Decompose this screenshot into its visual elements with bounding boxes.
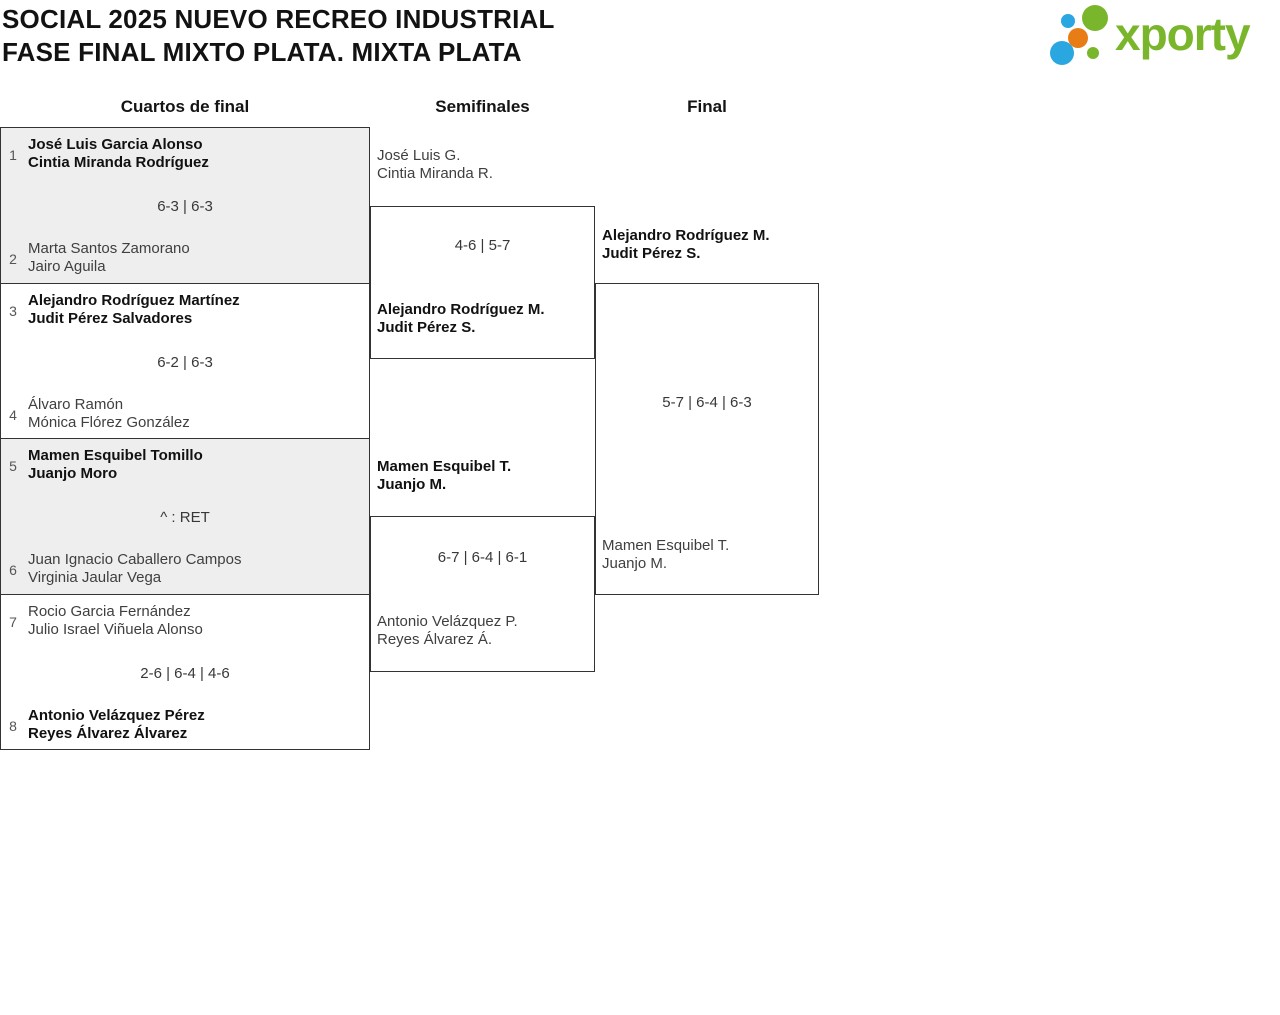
logo-dot-blue-large-icon (1050, 41, 1074, 65)
logo-dot-green-large-icon (1082, 5, 1108, 31)
player-name: Marta Santos Zamorano (28, 240, 190, 257)
seed-label: 2 (9, 251, 17, 267)
player-name: Alejandro Rodríguez Martínez (28, 292, 240, 309)
seed-label: 5 (9, 458, 17, 474)
seed-label: 3 (9, 303, 17, 319)
match-score: ^ : RET (160, 509, 210, 526)
team-entry: Antonio Velázquez Pérez Reyes Álvarez Ál… (28, 707, 363, 743)
player-name: Juanjo Moro (28, 465, 118, 482)
player-name: Reyes Álvarez Álvarez (28, 725, 188, 742)
logo-wordmark: xporty (1115, 8, 1251, 60)
qf-match-1: 1 José Luis Garcia Alonso Cintia Miranda… (1, 128, 369, 284)
match-score: 6-3 | 6-3 (157, 198, 213, 215)
team-entry: Antonio Velázquez P. Reyes Álvarez Á. (377, 613, 518, 649)
player-name: José Luis Garcia Alonso (28, 136, 203, 153)
player-name: Juanjo M. (377, 476, 447, 493)
team-entry: Alejandro Rodríguez Martínez Judit Pérez… (28, 292, 363, 328)
seed-label: 7 (9, 614, 17, 630)
match-score: 4-6 | 5-7 (454, 237, 511, 254)
player-name: Mamen Esquibel Tomillo (28, 447, 203, 464)
round-header-cuartos: Cuartos de final (120, 97, 250, 116)
logo-dot-green-small-icon (1087, 47, 1099, 59)
match-score: 6-7 | 6-4 | 6-1 (437, 549, 528, 566)
xporty-logo: xporty (1045, 0, 1280, 75)
player-name: Virginia Jaular Vega (28, 569, 162, 586)
player-name: José Luis G. (377, 147, 461, 164)
seed-label: 8 (9, 718, 17, 734)
player-name: Álvaro Ramón (28, 396, 124, 413)
team-entry: Rocio Garcia Fernández Julio Israel Viñu… (28, 603, 363, 639)
match-score: 6-2 | 6-3 (157, 354, 213, 371)
team-entry: José Luis Garcia Alonso Cintia Miranda R… (28, 136, 363, 172)
player-name: Jairo Aguila (28, 258, 106, 275)
final-box (595, 283, 819, 595)
semifinal-1-box (370, 206, 595, 359)
player-name: Juan Ignacio Caballero Campos (28, 551, 242, 568)
match-score: 2-6 | 6-4 | 4-6 (140, 665, 230, 682)
team-entry: Alejandro Rodríguez M. Judit Pérez S. (377, 301, 545, 337)
team-entry: Alejandro Rodríguez M. Judit Pérez S. (602, 227, 770, 263)
player-name: Reyes Álvarez Á. (377, 631, 493, 648)
round-header-final: Final (687, 97, 727, 116)
qf-match-2: 3 Alejandro Rodríguez Martínez Judit Pér… (1, 284, 369, 439)
player-name: Cintia Miranda R. (377, 165, 493, 182)
team-entry: José Luis G. Cintia Miranda R. (377, 147, 493, 183)
player-name: Rocio Garcia Fernández (28, 603, 191, 620)
player-name: Alejandro Rodríguez M. (602, 227, 770, 244)
team-entry: Mamen Esquibel T. Juanjo M. (377, 458, 511, 494)
team-entry: Mamen Esquibel Tomillo Juanjo Moro (28, 447, 363, 483)
player-name: Julio Israel Viñuela Alonso (28, 621, 203, 638)
player-name: Mónica Flórez González (28, 414, 190, 431)
player-name: Judit Pérez S. (377, 319, 476, 336)
player-name: Judit Pérez Salvadores (28, 310, 193, 327)
team-entry: Juan Ignacio Caballero Campos Virginia J… (28, 551, 363, 587)
seed-label: 1 (9, 147, 17, 163)
logo-dot-blue-small-icon (1061, 14, 1075, 28)
seed-label: 6 (9, 562, 17, 578)
logo-dot-orange-icon (1068, 28, 1088, 48)
qf-match-3: 5 Mamen Esquibel Tomillo Juanjo Moro ^ :… (1, 439, 369, 595)
match-score: 5-7 | 6-4 | 6-3 (662, 394, 752, 411)
round-header-semifinales: Semifinales (435, 97, 530, 116)
player-name: Judit Pérez S. (602, 245, 701, 262)
player-name: Antonio Velázquez Pérez (28, 707, 205, 724)
player-name: Antonio Velázquez P. (377, 613, 518, 630)
player-name: Mamen Esquibel T. (602, 537, 730, 554)
semifinal-2-box (370, 516, 595, 672)
player-name: Cintia Miranda Rodríguez (28, 154, 209, 171)
team-entry: Álvaro Ramón Mónica Flórez González (28, 396, 363, 432)
team-entry: Mamen Esquibel T. Juanjo M. (602, 537, 729, 573)
team-entry: Marta Santos Zamorano Jairo Aguila (28, 240, 363, 276)
player-name: Alejandro Rodríguez M. (377, 301, 545, 318)
page-title-line1: SOCIAL 2025 NUEVO RECREO INDUSTRIAL (2, 4, 555, 34)
page-title-line2: FASE FINAL MIXTO PLATA. MIXTA PLATA (2, 37, 522, 67)
quarterfinals-column: 1 José Luis Garcia Alonso Cintia Miranda… (0, 127, 370, 750)
player-name: Juanjo M. (602, 555, 668, 572)
qf-match-4: 7 Rocio Garcia Fernández Julio Israel Vi… (1, 595, 369, 750)
seed-label: 4 (9, 407, 17, 423)
player-name: Mamen Esquibel T. (377, 458, 512, 475)
page-title: SOCIAL 2025 NUEVO RECREO INDUSTRIAL FASE… (2, 3, 555, 69)
